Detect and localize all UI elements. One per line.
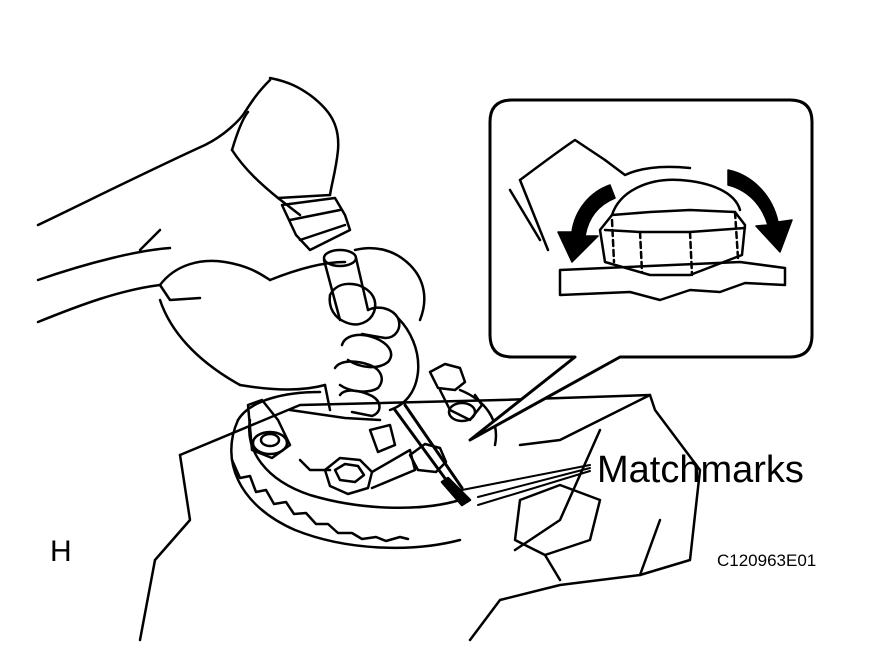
- punch-icon: [322, 248, 472, 507]
- detail-inset: [468, 98, 814, 442]
- inset-detail-nut: [508, 138, 787, 302]
- right-hand: [36, 246, 426, 422]
- view-letter: H: [50, 535, 72, 568]
- left-arm: [36, 110, 247, 282]
- matchmarks-label: Matchmarks: [597, 449, 804, 491]
- bearing-cap-bolts: [246, 362, 484, 496]
- hammer-icon: [230, 76, 352, 252]
- curved-arrows-icon: [557, 169, 793, 263]
- figure-code: C120963E01: [717, 551, 817, 570]
- carrier-housing: [138, 393, 702, 642]
- callout-leaders: [461, 464, 591, 506]
